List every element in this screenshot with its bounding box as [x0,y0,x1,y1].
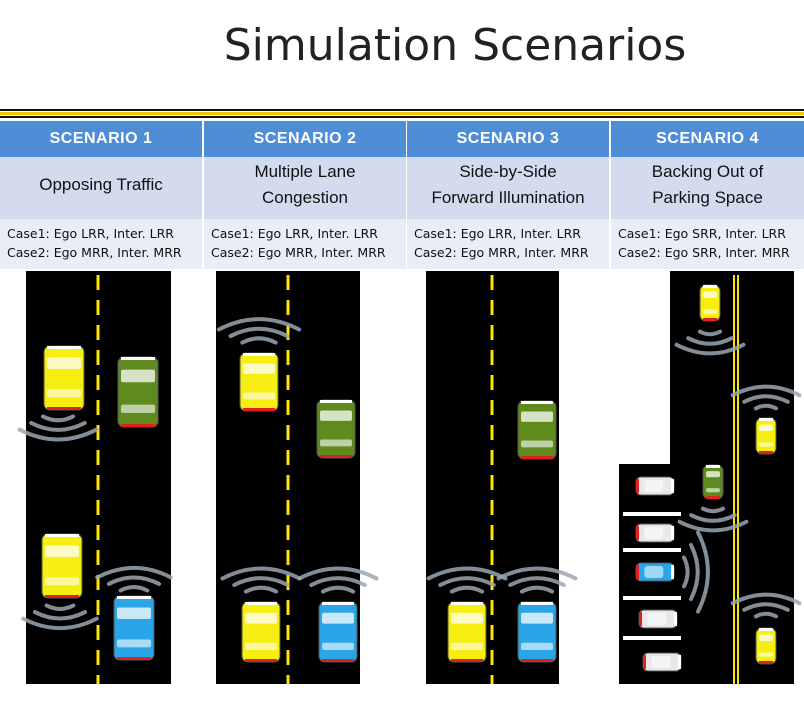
radar-waves [674,329,746,356]
car-yellow [755,417,777,455]
scenario-name: Multiple Lane Congestion [204,157,406,219]
car-green [117,356,159,428]
radar-waves [426,566,508,594]
radar-waves [297,566,379,594]
scenario-cases: Case1: Ego SRR, Inter. LRR Case2: Ego SR… [611,219,804,269]
title-rule-gold [0,112,804,115]
scenario-header: SCENARIO 4 [611,121,804,157]
scenario-cases: Case1: Ego LRR, Inter. LRR Case2: Ego MR… [0,219,202,269]
car-yellow [41,533,83,599]
scenario-cases: Case1: Ego LRR, Inter. LRR Case2: Ego MR… [204,219,406,269]
car-yellow [239,352,279,412]
case-1-text: Case1: Ego LRR, Inter. LRR [414,226,581,241]
car-green [316,399,356,459]
car-yellow [755,627,777,665]
radar-waves [21,603,99,630]
scenario-1-card: SCENARIO 1 Opposing Traffic Case1: Ego L… [0,121,202,269]
page-title: Simulation Scenarios [223,20,687,71]
case-1-text: Case1: Ego LRR, Inter. LRR [211,226,378,241]
radar-waves [220,566,302,594]
title-rule-dark-top [0,109,804,111]
case-2-text: Case2: Ego MRR, Inter. MRR [414,245,589,260]
radar-waves [682,530,710,614]
scenario-header: SCENARIO 3 [407,121,609,157]
radar-waves [730,592,802,619]
scenario-3-card: SCENARIO 3 Side-by-Side Forward Illumina… [407,121,609,269]
scenario-name: Backing Out of Parking Space [611,157,804,219]
car-white [635,523,675,543]
scenario-name: Opposing Traffic [0,157,202,219]
case-1-text: Case1: Ego SRR, Inter. LRR [618,226,786,241]
car-blue [517,601,557,663]
case-2-text: Case2: Ego MRR, Inter. MRR [7,245,182,260]
scenario-header: SCENARIO 1 [0,121,202,157]
parking-line [623,512,681,516]
road-4 [670,271,794,684]
radar-waves [677,506,749,533]
radar-waves [17,414,99,442]
car-yellow [699,284,721,322]
scenario-header: SCENARIO 2 [204,121,406,157]
title-rule-dark-bottom [0,116,804,118]
radar-waves [216,317,302,345]
radar-waves [95,566,173,593]
scenario-cases: Case1: Ego LRR, Inter. LRR Case2: Ego MR… [407,219,609,269]
car-blue [318,601,358,663]
car-yellow [447,601,487,663]
parking-line [623,596,681,600]
radar-waves [496,566,578,594]
car-white [642,652,682,672]
parking-line [623,548,681,552]
car-green [702,464,724,500]
radar-waves [730,384,802,411]
car-yellow [43,345,85,411]
case-1-text: Case1: Ego LRR, Inter. LRR [7,226,174,241]
parking-line [623,636,681,640]
case-2-text: Case2: Ego SRR, Inter. MRR [618,245,790,260]
car-blue [635,562,675,582]
scenario-2-card: SCENARIO 2 Multiple Lane Congestion Case… [204,121,406,269]
case-2-text: Case2: Ego MRR, Inter. MRR [211,245,386,260]
scenario-name: Side-by-Side Forward Illumination [407,157,609,219]
car-green [517,400,557,460]
car-blue [113,595,155,661]
car-white [635,476,675,496]
scenario-4-card: SCENARIO 4 Backing Out of Parking Space … [611,121,804,269]
car-white [638,609,678,629]
car-yellow [241,601,281,663]
